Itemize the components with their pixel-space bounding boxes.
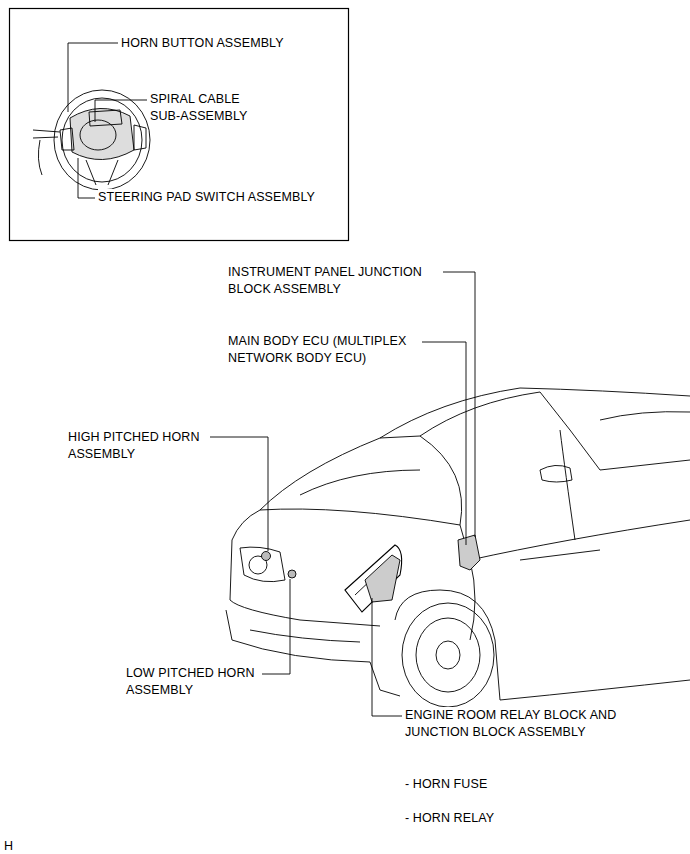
steering-wheel — [33, 90, 150, 190]
part-label: SPIRAL CABLE SUB-ASSEMBLY — [150, 91, 262, 125]
part-label: HORN BUTTON ASSEMBLY — [121, 35, 284, 52]
part — [262, 535, 481, 602]
part-label: INSTRUMENT PANEL JUNCTION BLOCK ASSEMBLY — [228, 264, 442, 298]
part-label: LOW PITCHED HORN ASSEMBLY — [126, 665, 262, 699]
part-label: HIGH PITCHED HORN ASSEMBLY — [68, 429, 210, 463]
part-label: ENGINE ROOM RELAY BLOCK AND JUNCTION BLO… — [405, 707, 645, 741]
leader-line — [68, 43, 147, 198]
vehicle-outline — [226, 388, 690, 707]
part-label: MAIN BODY ECU (MULTIPLEX NETWORK BODY EC… — [228, 333, 422, 367]
inset-frame — [10, 9, 349, 241]
part-list-item: - HORN RELAY — [405, 810, 494, 827]
part-label: STEERING PAD SWITCH ASSEMBLY — [98, 189, 315, 206]
figure-code: H — [4, 838, 13, 854]
part-list-item: - HORN FUSE — [405, 776, 487, 793]
leader-line — [210, 272, 475, 716]
